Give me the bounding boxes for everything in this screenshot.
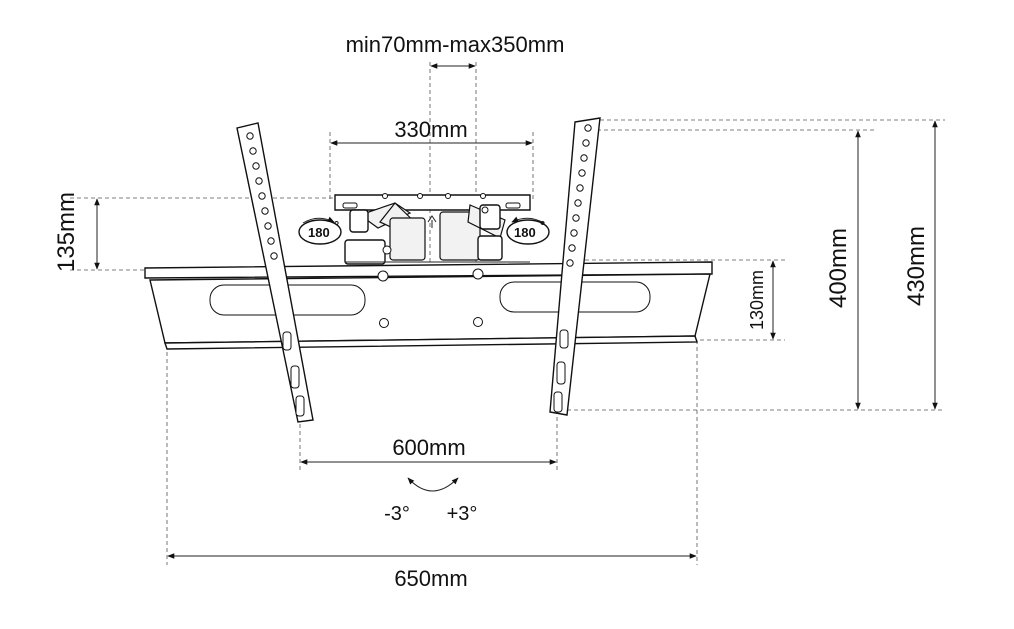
label-tilt-plus: +3° bbox=[447, 503, 478, 525]
label-tilt-minus: -3° bbox=[384, 503, 410, 525]
dim-rail-height: 130mm bbox=[747, 260, 776, 340]
label-bracket-width: 650mm bbox=[394, 566, 467, 591]
label-vesa-horizontal: 600mm bbox=[392, 435, 465, 460]
svg-text:180: 180 bbox=[514, 225, 536, 240]
label-rail-height: 130mm bbox=[747, 270, 767, 330]
extension-lines bbox=[70, 62, 945, 565]
right-strap bbox=[549, 117, 601, 416]
label-arm-range: min70mm-max350mm bbox=[346, 32, 565, 57]
label-wall-plate-width: 330mm bbox=[394, 117, 467, 142]
dim-vesa-vertical: 400mm bbox=[825, 130, 861, 410]
dim-arm-range: min70mm-max350mm bbox=[346, 32, 565, 69]
dim-wall-plate-height: 135mm bbox=[53, 192, 100, 272]
dim-bracket-width: 650mm bbox=[167, 553, 697, 591]
dim-wall-plate-width: 330mm bbox=[330, 117, 533, 146]
swivel-badge-left: 180 ° bbox=[298, 216, 342, 245]
svg-text:°: ° bbox=[540, 218, 545, 233]
tilt-indicator: -3° +3° bbox=[384, 477, 478, 525]
left-strap bbox=[236, 122, 314, 423]
label-wall-plate-height: 135mm bbox=[53, 192, 80, 272]
label-vesa-vertical: 400mm bbox=[825, 228, 852, 308]
main-rail bbox=[144, 261, 713, 350]
dim-vesa-horizontal: 600mm bbox=[300, 435, 557, 465]
label-total-height: 430mm bbox=[903, 226, 930, 306]
swivel-badge-right: 180 ° bbox=[506, 216, 550, 245]
svg-text:180: 180 bbox=[308, 225, 330, 240]
svg-text:°: ° bbox=[334, 218, 339, 233]
dim-total-height: 430mm bbox=[903, 120, 938, 410]
swivel-arms bbox=[344, 202, 530, 265]
